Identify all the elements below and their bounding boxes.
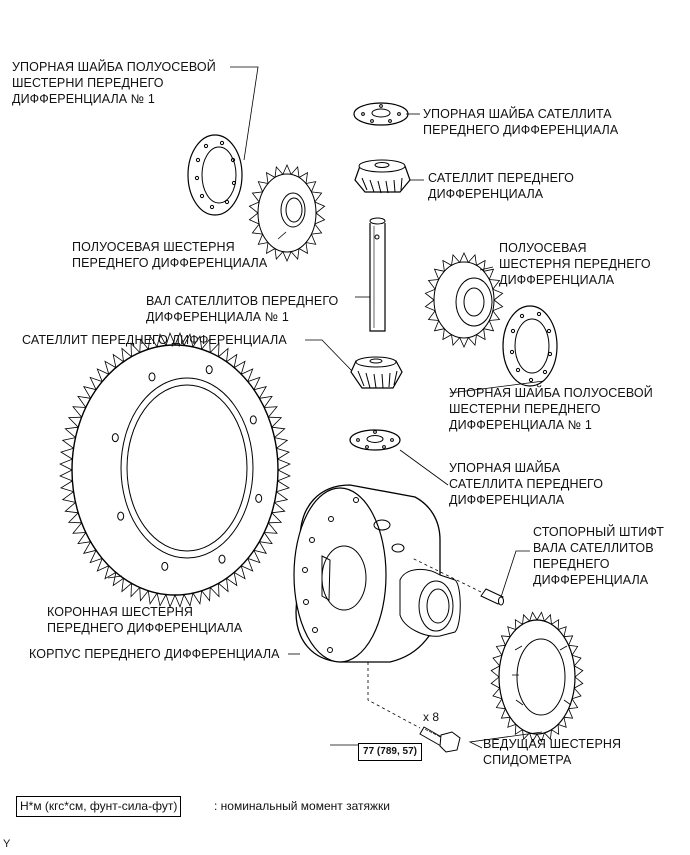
label-line: ШЕСТЕРНЯ ПЕРЕДНЕГО <box>499 257 651 271</box>
torque-legend-text: : номинальный момент затяжки <box>214 799 390 813</box>
label-line: ШЕСТЕРНИ ПЕРЕДНЕГО <box>12 76 164 90</box>
torque-units-legend-box: Н*м (кгс*см, фунт-сила-фут) <box>16 796 182 817</box>
speedometer-gear-drawing <box>490 611 584 743</box>
side-gear-washer-right-drawing <box>502 305 558 387</box>
leader-lines <box>107 66 545 749</box>
differential-case-drawing <box>293 484 461 663</box>
label-pinion-bottom: САТЕЛЛИТ ПЕРЕДНЕГО ДИФФЕРЕНЦИАЛА <box>22 332 287 348</box>
label-differential-case: КОРПУС ПЕРЕДНЕГО ДИФФЕРЕНЦИАЛА <box>29 646 280 662</box>
label-line: ПОЛУОСЕВАЯ ШЕСТЕРНЯ <box>72 240 235 254</box>
label-line: ПЕРЕДНЕГО <box>533 557 610 571</box>
label-line: САТЕЛЛИТ ПЕРЕДНЕГО ДИФФЕРЕНЦИАЛА <box>22 333 287 347</box>
label-line: ВАЛ САТЕЛЛИТОВ ПЕРЕДНЕГО <box>146 294 339 308</box>
label-line: ПЕРЕДНЕГО ДИФФЕРЕНЦИАЛА <box>72 256 268 270</box>
side-gear-washer-left-drawing <box>187 134 243 216</box>
label-line: ДИФФЕРЕНЦИАЛА <box>499 273 615 287</box>
bolt-quantity: x 8 <box>423 710 440 724</box>
label-line: ВЕДУЩАЯ ШЕСТЕРНЯ <box>483 737 622 751</box>
label-line: ПЕРЕДНЕГО ДИФФЕРЕНЦИАЛА <box>423 123 619 137</box>
label-line: САТЕЛЛИТ ПЕРЕДНЕГО <box>428 171 575 185</box>
label-ring-gear: КОРОННАЯ ШЕСТЕРНЯ ПЕРЕДНЕГО ДИФФЕРЕНЦИАЛ… <box>47 604 242 636</box>
label-line: ШЕСТЕРНИ ПЕРЕДНЕГО <box>449 402 601 416</box>
label-pinion-washer-bottom: УПОРНАЯ ШАЙБА САТЕЛЛИТА ПЕРЕДНЕГО ДИФФЕР… <box>449 460 603 508</box>
pinion-washer-bottom-drawing <box>349 429 401 451</box>
side-gear-right-drawing <box>424 252 504 348</box>
label-line: УПОРНАЯ ШАЙБА ПОЛУОСЕВОЙ <box>449 386 653 400</box>
label-line: СТОПОРНЫЙ ШТИФТ <box>533 525 665 539</box>
label-line: УПОРНАЯ ШАЙБА ПОЛУОСЕВОЙ <box>12 60 216 74</box>
pinion-bottom-drawing <box>350 356 403 389</box>
label-line: ДИФФЕРЕНЦИАЛА № 1 <box>12 92 155 106</box>
label-line: УПОРНАЯ ШАЙБА <box>449 461 561 475</box>
label-pinion-washer-top: УПОРНАЯ ШАЙБА САТЕЛЛИТА ПЕРЕДНЕГО ДИФФЕР… <box>423 106 618 138</box>
label-line: ДИФФЕРЕНЦИАЛА № 1 <box>449 418 592 432</box>
label-line: ВАЛА САТЕЛЛИТОВ <box>533 541 654 555</box>
torque-spec-box: 77 (789, 57) <box>358 743 422 761</box>
label-side-gear-left: ПОЛУОСЕВАЯ ШЕСТЕРНЯ ПЕРЕДНЕГО ДИФФЕРЕНЦИ… <box>72 239 267 271</box>
label-line: ДИФФЕРЕНЦИАЛА <box>428 187 544 201</box>
pinion-top-drawing <box>354 159 411 194</box>
label-side-gear-right: ПОЛУОСЕВАЯ ШЕСТЕРНЯ ПЕРЕДНЕГО ДИФФЕРЕНЦИ… <box>499 240 651 288</box>
bolt-drawing <box>419 726 461 753</box>
label-line: САТЕЛЛИТА ПЕРЕДНЕГО <box>449 477 604 491</box>
footer-code: Y <box>3 838 11 850</box>
label-pinion-shaft: ВАЛ САТЕЛЛИТОВ ПЕРЕДНЕГО ДИФФЕРЕНЦИАЛА №… <box>146 293 338 325</box>
side-gear-left-drawing <box>248 163 326 263</box>
label-line: КОРПУС ПЕРЕДНЕГО ДИФФЕРЕНЦИАЛА <box>29 647 280 661</box>
label-line: ПЕРЕДНЕГО ДИФФЕРЕНЦИАЛА <box>47 621 243 635</box>
label-speedometer-gear: ВЕДУЩАЯ ШЕСТЕРНЯ СПИДОМЕТРА <box>483 736 621 768</box>
label-pinion-top: САТЕЛЛИТ ПЕРЕДНЕГО ДИФФЕРЕНЦИАЛА <box>428 170 574 202</box>
label-line: ДИФФЕРЕНЦИАЛА № 1 <box>146 310 289 324</box>
pinion-shaft-drawing <box>369 217 386 332</box>
label-line: СПИДОМЕТРА <box>483 753 572 767</box>
label-line: КОРОННАЯ ШЕСТЕРНЯ <box>47 605 194 619</box>
label-line: ДИФФЕРЕНЦИАЛА <box>533 573 649 587</box>
pinion-washer-top-drawing <box>353 102 409 126</box>
label-line: ПОЛУОСЕВАЯ <box>499 241 587 255</box>
label-line: ДИФФЕРЕНЦИАЛА <box>449 493 565 507</box>
ring-gear-drawing <box>59 331 291 609</box>
label-side-gear-washer-right: УПОРНАЯ ШАЙБА ПОЛУОСЕВОЙ ШЕСТЕРНИ ПЕРЕДН… <box>449 385 653 433</box>
label-lock-pin: СТОПОРНЫЙ ШТИФТ ВАЛА САТЕЛЛИТОВ ПЕРЕДНЕГ… <box>533 524 664 588</box>
label-line: УПОРНАЯ ШАЙБА САТЕЛЛИТА <box>423 107 612 121</box>
label-side-gear-washer-left: УПОРНАЯ ШАЙБА ПОЛУОСЕВОЙ ШЕСТЕРНИ ПЕРЕДН… <box>12 59 216 107</box>
